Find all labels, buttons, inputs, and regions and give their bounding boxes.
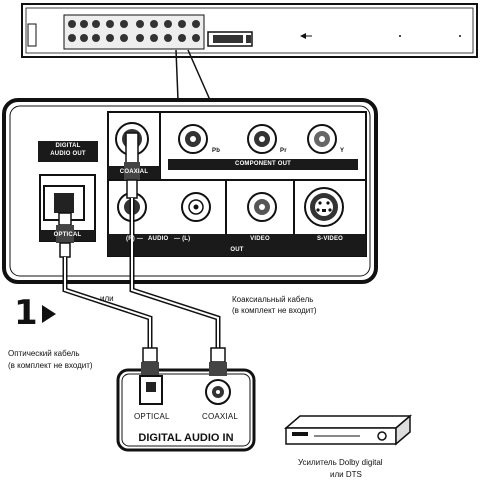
- amplifier-icon: [283, 414, 413, 446]
- coaxial-cable-label-line1: Коаксиальный кабель: [232, 295, 314, 304]
- svideo-label: S-VIDEO: [316, 236, 344, 242]
- receiver-coaxial-label: COAXIAL: [202, 412, 239, 421]
- component-out-label: COMPONENT OUT: [235, 161, 291, 167]
- component-coaxial-group: [107, 111, 367, 181]
- optical-cable: [56, 212, 153, 348]
- video-label: VIDEO: [250, 236, 270, 242]
- amplifier-label-line1: Усилитель Dolby digital: [298, 458, 383, 467]
- digital-audio-out-label-line2: AUDIO OUT: [50, 151, 86, 157]
- audio-r-text: R: [128, 236, 133, 242]
- optical-cable-label-line2: (в комплект не входит): [8, 361, 93, 370]
- coaxial-port-label: COAXIAL: [119, 169, 149, 175]
- pb-label: Pb: [212, 148, 221, 154]
- out-group: [107, 179, 367, 257]
- audio-l-text: L: [184, 236, 189, 242]
- optical-port-label: OPTICAL: [53, 232, 82, 238]
- audio-l-label: — (L): [174, 236, 191, 242]
- amplifier-label-line2: или DTS: [330, 470, 362, 479]
- optical-cable-label-line1: Оптический кабель: [8, 349, 80, 358]
- out-label: OUT: [230, 247, 244, 253]
- receiver-panel: [116, 347, 256, 452]
- y-label: Y: [340, 148, 345, 154]
- step-arrow-icon: [42, 305, 56, 323]
- audio-r-label: (R) —: [126, 236, 144, 242]
- coaxial-cable-label-line2: (в комплект не входит): [232, 306, 317, 315]
- digital-audio-in-label: DIGITAL AUDIO IN: [138, 432, 234, 444]
- audio-label: AUDIO: [148, 236, 169, 242]
- dvd-player: [21, 3, 478, 58]
- pr-label: Pr: [280, 148, 287, 154]
- digital-audio-out-label-line1: DIGITAL: [55, 143, 81, 149]
- step-number: 1: [14, 293, 38, 333]
- rear-jacks-strip: [63, 14, 205, 50]
- coaxial-cable: [124, 132, 221, 348]
- or-text: или: [100, 294, 114, 303]
- digital-audio-out-badge: [38, 141, 98, 162]
- receiver-optical-label: OPTICAL: [134, 412, 170, 421]
